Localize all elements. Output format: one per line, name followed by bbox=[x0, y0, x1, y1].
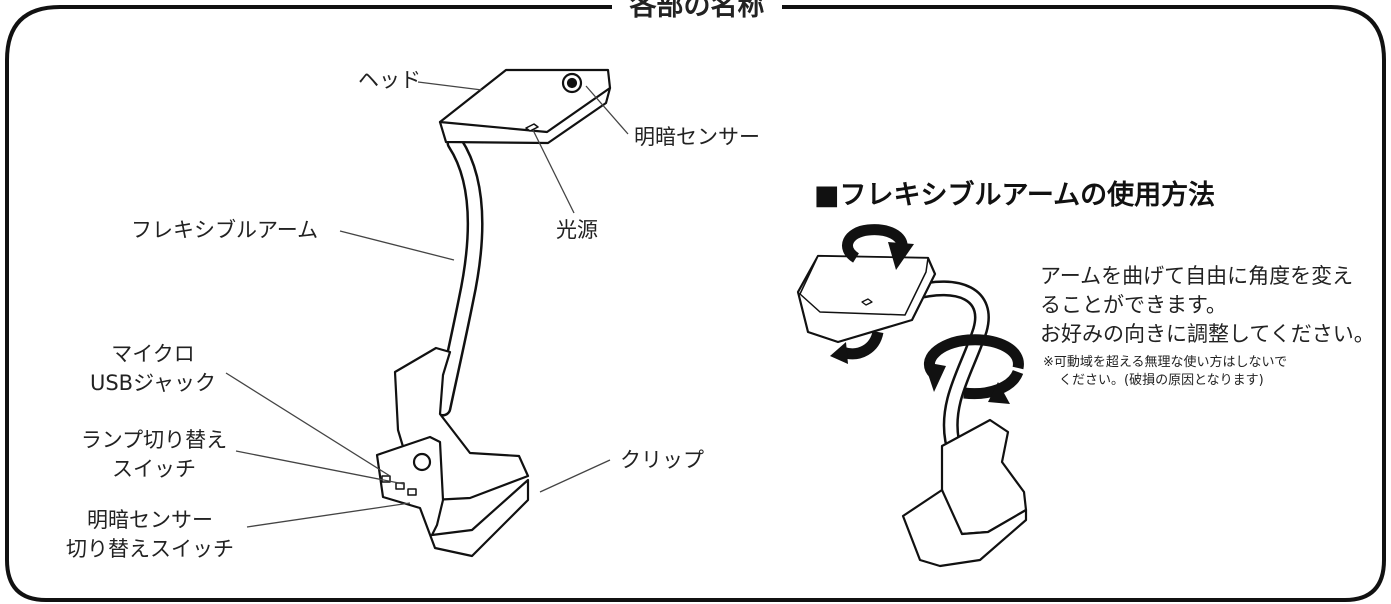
usage-text-line2: ることができます。 bbox=[1040, 293, 1227, 317]
outer-border bbox=[5, 5, 1386, 602]
label-sensor-switch-line1: 明暗センサー bbox=[87, 508, 213, 532]
label-lamp-switch: ランプ切り替え スイッチ bbox=[72, 426, 236, 484]
usage-note-line2: ください。(破損の原因となります) bbox=[1059, 373, 1264, 388]
usage-note-line1: ※可動域を超える無理な使い方はしないで bbox=[1043, 355, 1288, 370]
label-clip: クリップ bbox=[620, 448, 704, 472]
label-light-sensor: 明暗センサー bbox=[634, 125, 760, 149]
label-flexible-arm: フレキシブルアーム bbox=[131, 218, 319, 242]
label-light-source: 光源 bbox=[556, 218, 598, 242]
leader-lines bbox=[225, 81, 629, 528]
usage-note: ※可動域を超える無理な使い方はしないで ください。(破損の原因となります) bbox=[1043, 354, 1287, 390]
usage-heading: ■フレキシブルアームの使用方法 bbox=[814, 180, 1216, 211]
page-title: 各部の名称 bbox=[612, 0, 782, 27]
usage-illustration bbox=[796, 254, 1028, 568]
label-micro-usb-line2: USBジャック bbox=[89, 371, 217, 395]
label-lamp-switch-line1: ランプ切り替え bbox=[80, 428, 228, 452]
label-head: ヘッド bbox=[358, 68, 421, 92]
arrow-heads bbox=[830, 242, 1010, 404]
label-sensor-switch-line2: 切り替えスイッチ bbox=[66, 537, 234, 561]
usage-text-line3: お好みの向きに調整してください。 bbox=[1040, 322, 1375, 346]
label-lamp-switch-line2: スイッチ bbox=[112, 457, 196, 481]
lamp-illustration bbox=[375, 68, 612, 558]
usage-description: アームを曲げて自由に角度を変え ることができます。 お好みの向きに調整してくださ… bbox=[1040, 262, 1375, 349]
label-micro-usb: マイクロ USBジャック bbox=[78, 340, 228, 398]
label-sensor-switch: 明暗センサー 切り替えスイッチ bbox=[52, 506, 248, 564]
label-micro-usb-line1: マイクロ bbox=[111, 342, 195, 366]
head-top bbox=[438, 68, 612, 134]
usage-text-line1: アームを曲げて自由に角度を変え bbox=[1040, 264, 1354, 288]
